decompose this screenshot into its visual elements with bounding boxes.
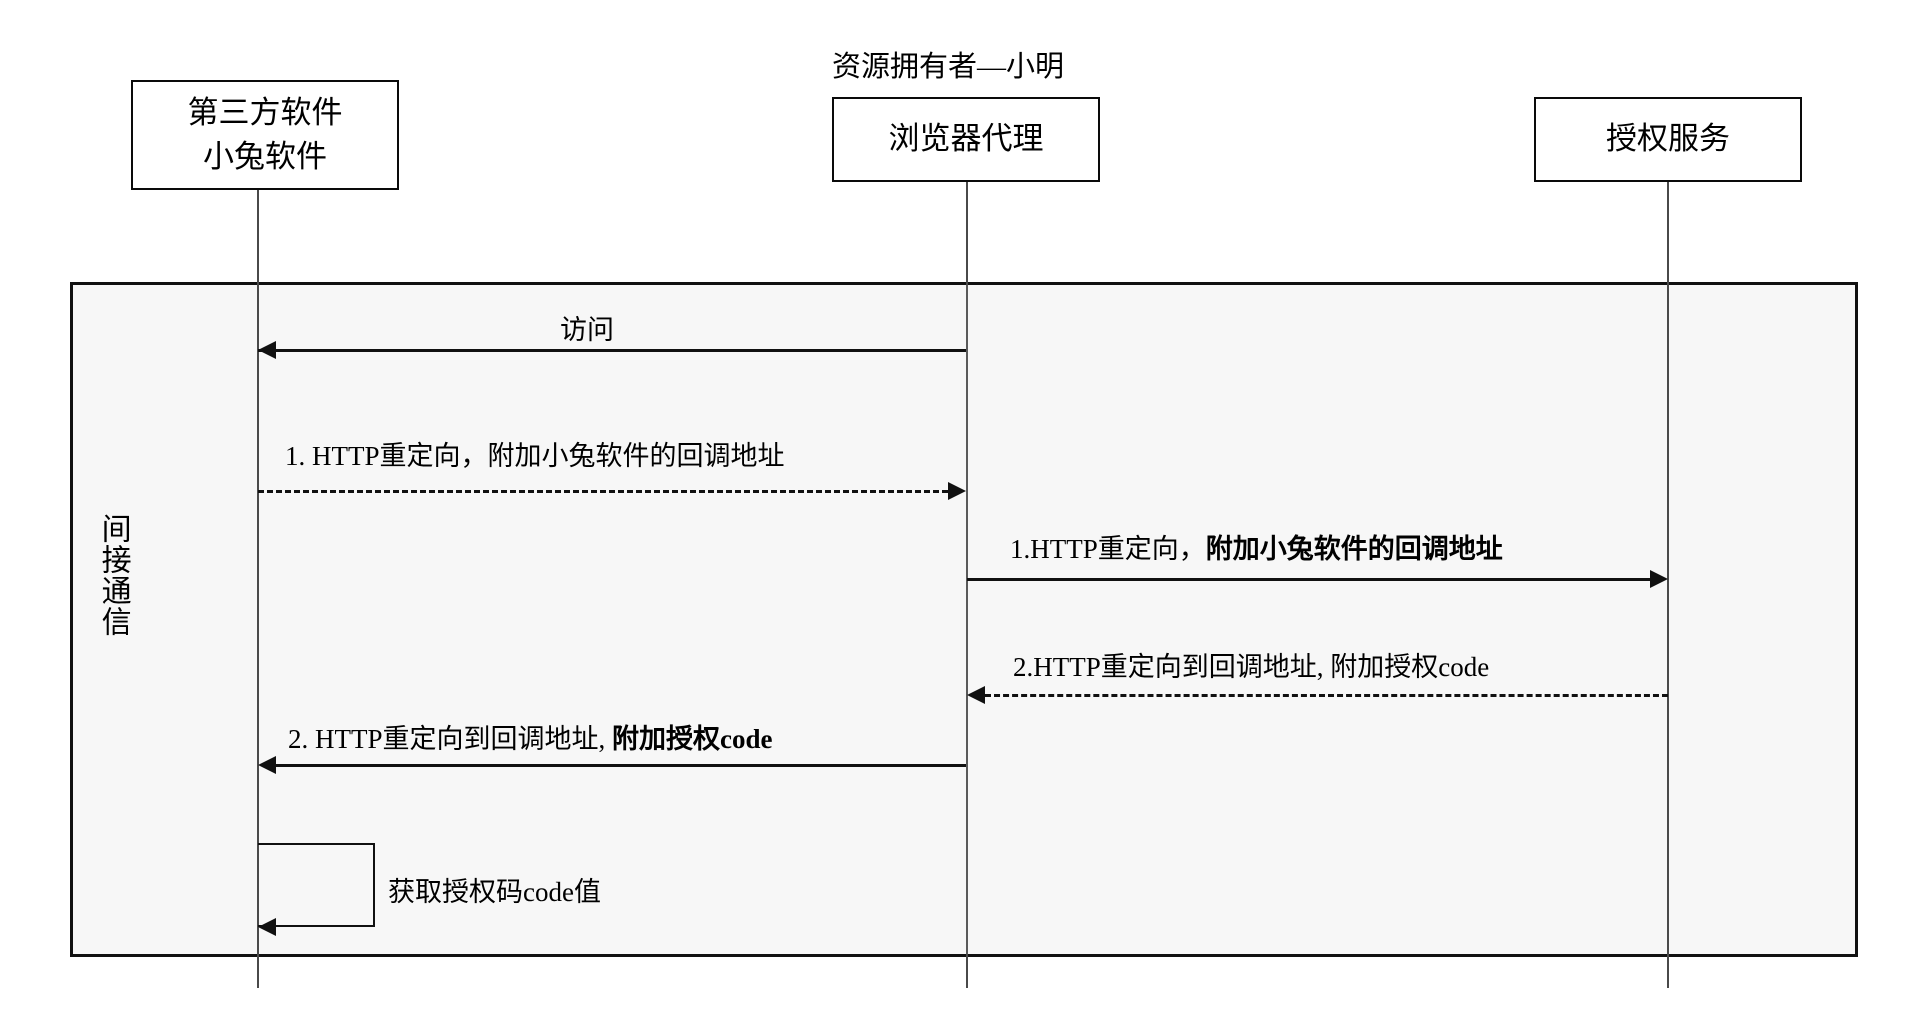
message-label-m1-access: 访问: [560, 315, 614, 345]
participant-label-line2: 小兔软件: [203, 139, 327, 174]
message-label-m2-http-redirect-callback: 1. HTTP重定向，附加小兔软件的回调地址: [285, 441, 785, 471]
participant-label-line1: 浏览器代理: [888, 121, 1044, 157]
message-label-emphasis: 附加授权code: [612, 724, 773, 754]
message-label-m4-http-redirect-code: 2.HTTP重定向到回调地址, 附加授权code: [1013, 652, 1490, 682]
frame-label-indirect-communication: 间接通信: [96, 513, 130, 637]
message-label-self-get-auth-code: 获取授权码code值: [388, 877, 601, 907]
participant-label-line1: 授权服务: [1606, 121, 1730, 157]
message-label-plain: 1.HTTP重定向，: [1010, 534, 1206, 564]
participant-authorization-service[interactable]: 授权服务: [1534, 97, 1802, 182]
lifeline-third-party-software: [257, 188, 259, 988]
participant-browser-agent[interactable]: 浏览器代理: [832, 97, 1100, 182]
diagram-title: 资源拥有者—小明: [832, 51, 1065, 83]
message-label-emphasis: 附加小兔软件的回调地址: [1205, 534, 1503, 564]
lifeline-authorization-service: [1667, 182, 1669, 988]
self-call-loop-get-auth-code: [258, 843, 375, 927]
frame-section-divider: [966, 285, 968, 954]
self-call-arrowhead: [258, 918, 276, 936]
message-label-m3-http-redirect-callback-auth: 1.HTTP重定向，附加小兔软件的回调地址: [1010, 527, 1503, 566]
participant-third-party-software[interactable]: 第三方软件 小兔软件: [131, 80, 399, 190]
message-label-plain: 2. HTTP重定向到回调地址,: [288, 724, 612, 754]
message-label-m5-http-redirect-code-client: 2. HTTP重定向到回调地址, 附加授权code: [288, 717, 772, 756]
participant-label-line1: 第三方软件: [187, 94, 343, 130]
